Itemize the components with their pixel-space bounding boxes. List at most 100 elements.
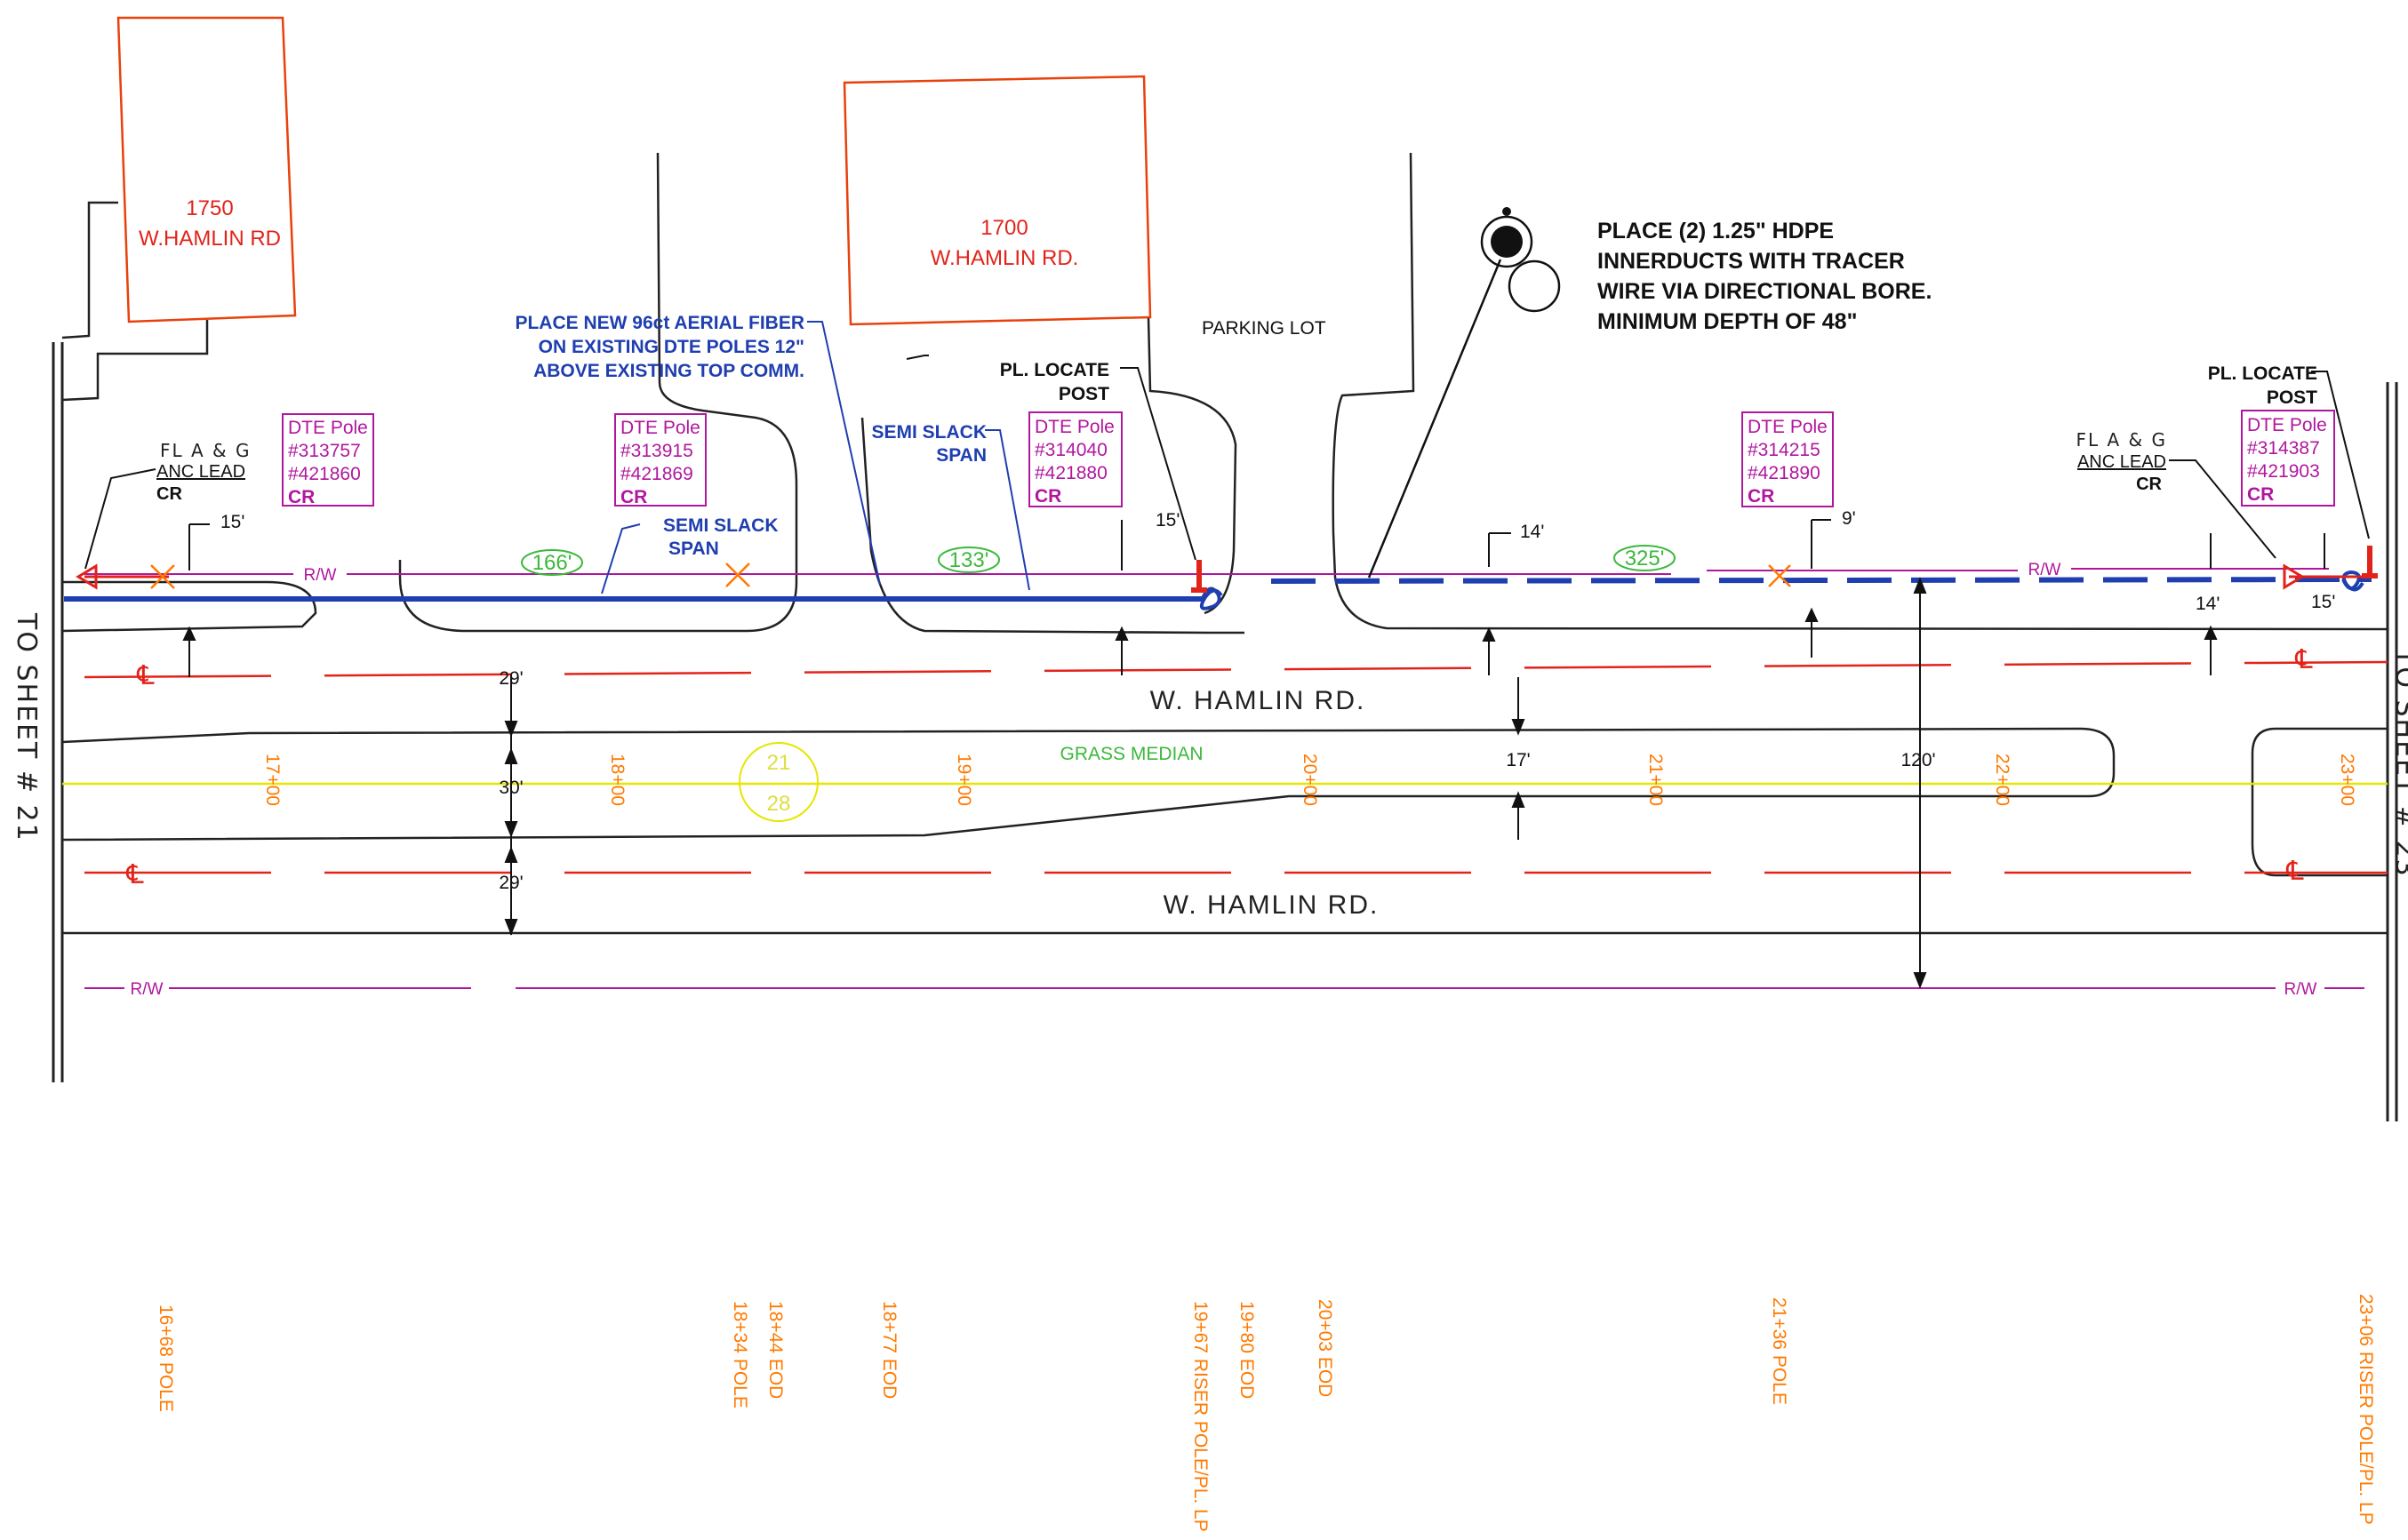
svg-text:#313757: #313757 — [288, 441, 361, 461]
svg-text:℄: ℄ — [2294, 645, 2313, 674]
building-1750-street: W.HAMLIN RD — [139, 227, 281, 251]
svg-text:POST: POST — [1059, 384, 1109, 404]
svg-text:29': 29' — [499, 873, 523, 893]
riser-marker-right — [2362, 546, 2378, 578]
svg-text:23+00: 23+00 — [2337, 754, 2357, 806]
svg-text:POST: POST — [2267, 387, 2317, 408]
svg-text:SEMI SLACK: SEMI SLACK — [871, 422, 987, 443]
median-circle — [739, 742, 819, 822]
width-dims: 29' 30' 29' 17' 120' — [499, 668, 1935, 893]
parking-lot-label: PARKING LOT — [1202, 318, 1326, 339]
svg-text:20+03 EOD: 20+03 EOD — [1315, 1299, 1335, 1397]
svg-text:CR: CR — [288, 487, 315, 507]
circle-marks: 21 28 — [767, 751, 791, 816]
svg-text:14': 14' — [2196, 594, 2220, 614]
svg-text:#421869: #421869 — [620, 464, 693, 484]
svg-text:#313915: #313915 — [620, 441, 693, 461]
building-1750 — [116, 16, 297, 323]
anchor-note-left: FL A & G ANC LEAD CR — [156, 440, 252, 504]
slack-loop-right — [2341, 570, 2364, 592]
building-1750-number: 1750 — [186, 196, 233, 220]
svg-text:18+44 EOD: 18+44 EOD — [765, 1301, 786, 1399]
bottom-callouts: 16+68 POLE 18+34 POLE 18+44 EOD 18+77 EO… — [156, 1294, 2376, 1532]
svg-text:SEMI SLACK: SEMI SLACK — [663, 515, 779, 536]
svg-text:DTE Pole: DTE Pole — [1748, 417, 1828, 437]
svg-text:17': 17' — [1506, 750, 1530, 770]
anchor-note-right: FL A & G ANC LEAD CR — [2076, 429, 2167, 494]
svg-text:R/W: R/W — [2028, 561, 2061, 579]
svg-text:#421903: #421903 — [2247, 461, 2320, 482]
svg-text:PL. LOCATE: PL. LOCATE — [2208, 363, 2317, 384]
riser-marker-left — [1191, 560, 1207, 593]
span-ovals — [521, 545, 1676, 576]
offset-dims: 15' 15' 14' 9' 14' 15' — [220, 508, 2335, 614]
svg-text:17+00: 17+00 — [262, 754, 283, 806]
pole-x-3 — [1768, 564, 1791, 587]
anchor-lead-right — [2283, 563, 2364, 590]
svg-text:166': 166' — [532, 551, 572, 575]
svg-text:W. HAMLIN RD.: W. HAMLIN RD. — [1150, 686, 1366, 715]
sheet-ref-right: TO SHEET # 23 — [2389, 648, 2408, 878]
svg-text:9': 9' — [1842, 508, 1856, 529]
blue-leaders — [601, 321, 1030, 594]
centerline-symbols: ℄ ℄ ℄ ℄ — [125, 645, 2313, 890]
svg-text:21+00: 21+00 — [1645, 754, 1666, 806]
svg-text:19+67 RISER POLE/PL. LP: 19+67 RISER POLE/PL. LP — [1190, 1301, 1211, 1532]
svg-text:120': 120' — [1900, 750, 1935, 770]
svg-text:15': 15' — [220, 512, 244, 532]
svg-text:22+00: 22+00 — [1992, 754, 2012, 806]
svg-text:15': 15' — [2311, 592, 2335, 612]
svg-text:#421860: #421860 — [288, 464, 361, 484]
locate-post-left: PL. LOCATE POST — [1000, 360, 1109, 404]
sheet-ref-left: TO SHEET # 21 — [11, 612, 42, 842]
svg-text:ANC LEAD: ANC LEAD — [2077, 452, 2166, 472]
pole-label-1: DTE Pole #313757 #421860 CR — [288, 418, 368, 507]
svg-text:#314040: #314040 — [1035, 440, 1108, 460]
svg-text:21+36 POLE: 21+36 POLE — [1769, 1297, 1789, 1405]
svg-text:133': 133' — [949, 548, 989, 572]
svg-text:PLACE (2) 1.25" HDPE: PLACE (2) 1.25" HDPE — [1597, 219, 1834, 243]
svg-text:19+00: 19+00 — [954, 754, 974, 806]
svg-text:FL A & G: FL A & G — [160, 440, 252, 461]
svg-text:W. HAMLIN RD.: W. HAMLIN RD. — [1164, 890, 1380, 920]
pole-label-3: DTE Pole #314040 #421880 CR — [1035, 417, 1115, 507]
semi-slack-right: SEMI SLACK SPAN — [871, 422, 987, 466]
leader-lines — [84, 355, 2370, 570]
svg-text:DTE Pole: DTE Pole — [620, 418, 700, 438]
match-line-left — [52, 342, 64, 1082]
slack-loop-left — [1199, 586, 1223, 610]
svg-text:20+00: 20+00 — [1300, 754, 1320, 806]
svg-text:DTE Pole: DTE Pole — [2247, 415, 2327, 435]
station-labels: 17+00 18+00 19+00 20+00 21+00 22+00 23+0… — [262, 754, 2357, 806]
svg-text:℄: ℄ — [125, 860, 144, 890]
pole-label-4: DTE Pole #314215 #421890 CR — [1748, 417, 1828, 507]
svg-text:PLACE NEW 96ct AERIAL FIBER: PLACE NEW 96ct AERIAL FIBER — [515, 313, 804, 333]
svg-text:23+06 RISER POLE/PL. LP: 23+06 RISER POLE/PL. LP — [2356, 1294, 2376, 1525]
row-labels: R/W R/W R/W R/W — [131, 561, 2317, 999]
svg-text:21: 21 — [767, 751, 791, 775]
svg-text:325': 325' — [1625, 547, 1665, 571]
svg-text:18+00: 18+00 — [607, 754, 628, 806]
svg-text:SPAN: SPAN — [668, 539, 719, 559]
building-1700 — [843, 75, 1152, 326]
svg-text:PL. LOCATE: PL. LOCATE — [1000, 360, 1109, 380]
pole-label-2: DTE Pole #313915 #421869 CR — [620, 418, 700, 507]
svg-text:18+77 EOD: 18+77 EOD — [879, 1301, 900, 1399]
svg-text:INNERDUCTS WITH TRACER: INNERDUCTS WITH TRACER — [1597, 249, 1905, 274]
svg-text:#421890: #421890 — [1748, 463, 1820, 483]
svg-text:DTE Pole: DTE Pole — [1035, 417, 1115, 437]
svg-text:14': 14' — [1520, 522, 1544, 542]
bore-note: PLACE (2) 1.25" HDPE INNERDUCTS WITH TRA… — [1597, 219, 1932, 334]
bore-route-line — [1270, 577, 2372, 584]
svg-text:#314215: #314215 — [1748, 440, 1820, 460]
svg-text:CR: CR — [620, 487, 647, 507]
svg-text:CR: CR — [1035, 486, 1061, 507]
building-1700-number: 1700 — [980, 216, 1028, 240]
svg-text:CR: CR — [156, 484, 182, 504]
svg-text:15': 15' — [1156, 510, 1180, 531]
svg-text:℄: ℄ — [2285, 857, 2304, 886]
svg-text:SPAN: SPAN — [936, 445, 987, 466]
median-label: GRASS MEDIAN — [1060, 744, 1203, 764]
svg-text:℄: ℄ — [136, 661, 155, 690]
